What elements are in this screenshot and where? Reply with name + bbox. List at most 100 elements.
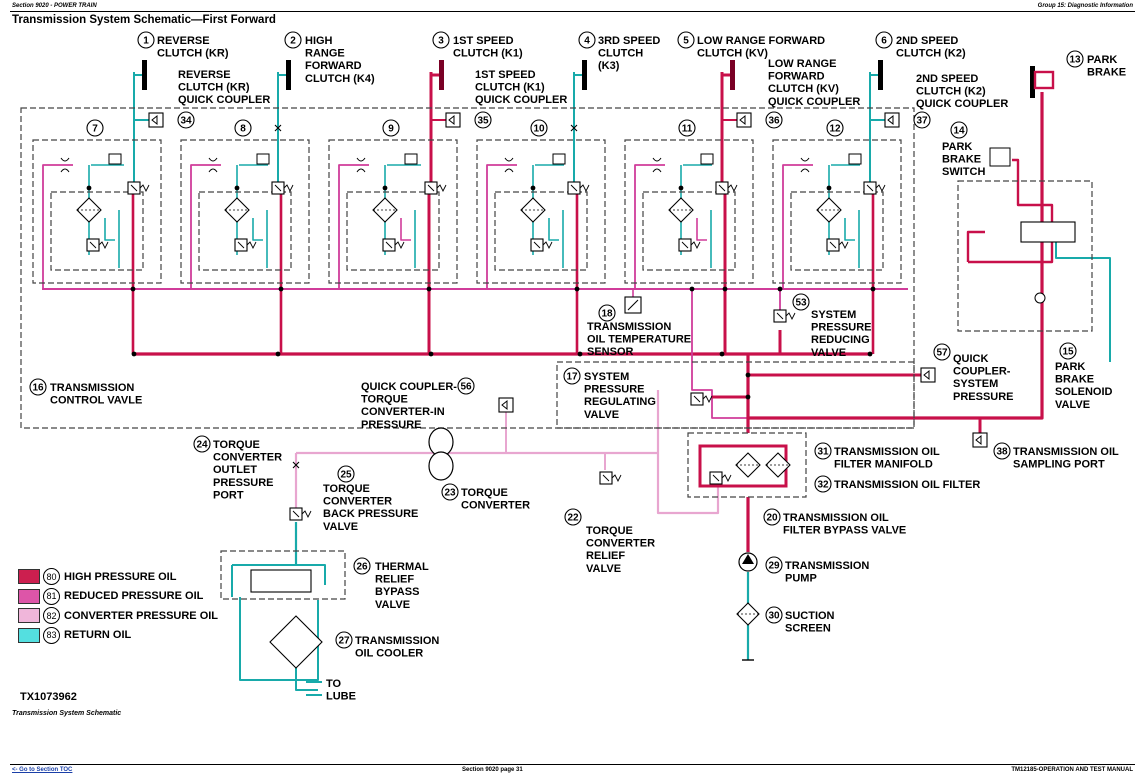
label-c17-line: PRESSURE <box>584 384 645 396</box>
spring-symbol <box>611 474 622 483</box>
pilot-feed-line <box>42 164 73 289</box>
callout-c17: 17 <box>563 367 581 385</box>
callout-number: 1 <box>143 36 149 47</box>
label-c27-line: TRANSMISSION <box>355 635 439 647</box>
callout-circle <box>234 119 252 137</box>
pilot-valve-box-5 <box>642 191 736 271</box>
legend-label-high: HIGH PRESSURE OIL <box>64 570 177 583</box>
accumulator-symbol <box>700 153 714 165</box>
park-brake-switch-symbol <box>989 147 1011 167</box>
label-c22-line: TORQUE <box>586 525 633 537</box>
label-to-lube-line: LUBE <box>326 691 356 703</box>
accumulator-symbol <box>256 153 270 165</box>
legend-row-converter: 82 CONVERTER PRESSURE OIL <box>18 606 218 626</box>
label-c2-line: FORWARD <box>305 60 362 72</box>
label-c18-line: SENSOR <box>587 346 634 358</box>
callout-circle <box>814 475 832 493</box>
callout-circle <box>814 442 832 460</box>
label-kv-coupler-line: QUICK COUPLER <box>768 96 860 108</box>
spring-symbol <box>139 184 150 193</box>
label-c13-line: BRAKE <box>1087 67 1126 79</box>
spring-symbol <box>98 241 109 250</box>
label-c3-line: 1ST SPEED <box>453 35 514 47</box>
callout-c34: 34 <box>177 111 195 129</box>
spring-symbol <box>690 241 701 250</box>
junction-dot <box>870 286 876 292</box>
pilot-valve-box-3 <box>346 191 440 271</box>
label-c53-line: VALVE <box>811 347 846 359</box>
regulating-valve-box <box>556 361 915 429</box>
pump-arrow <box>742 554 754 564</box>
callout-circle <box>177 111 195 129</box>
accumulator-symbol <box>404 153 418 165</box>
oil-cooler-symbol <box>269 615 323 669</box>
pilot-valve-box-1 <box>50 191 144 271</box>
legend-num-reduced: 81 <box>43 587 60 605</box>
label-c20-line: FILTER BYPASS VALVE <box>783 525 906 537</box>
callout-c8: 8 <box>234 119 252 137</box>
label-kr-coupler-line: REVERSE <box>178 69 231 81</box>
header-right: Group 15: Diagnostic Information <box>1037 3 1133 9</box>
valve-arrow <box>89 241 97 249</box>
callout-c11: 11 <box>678 119 696 137</box>
junction-dot <box>131 351 137 357</box>
callout-number: 5 <box>683 36 689 47</box>
label-k1-coupler-line: CLUTCH (K1) <box>475 82 545 94</box>
callout-circle <box>765 556 783 574</box>
clutch-symbol <box>878 60 883 90</box>
clutch-module-box-6 <box>772 139 902 284</box>
to-lube-line <box>295 668 318 691</box>
quick-coupler-c36 <box>736 112 752 128</box>
label-c22-line: VALVE <box>586 563 621 575</box>
junction-dot <box>719 351 725 357</box>
label-c17-line: REGULATING <box>584 396 656 408</box>
callout-c5: 5 <box>677 31 695 49</box>
legend-label-return: RETURN OIL <box>64 629 132 642</box>
label-c16-line: TRANSMISSION <box>50 382 134 394</box>
label-c26-line: RELIEF <box>375 574 414 586</box>
spring-symbol <box>394 241 405 250</box>
label-c15-line: VALVE <box>1055 399 1090 411</box>
callout-number: 9 <box>388 124 394 135</box>
callout-number: 8 <box>240 124 246 135</box>
callout-number: 56 <box>460 382 472 393</box>
callout-number: 12 <box>829 124 841 135</box>
park-brake-solenoid-box <box>957 180 1093 332</box>
go-to-section-toc-link[interactable]: <- Go to Section TOC <box>12 767 73 773</box>
orifice-symbol <box>800 157 810 173</box>
callout-number: 29 <box>768 561 780 572</box>
label-c4-line: (K3) <box>598 60 620 72</box>
valve-arrow <box>693 395 701 403</box>
callout-circle <box>193 435 211 453</box>
callout-c14: 14 <box>950 121 968 139</box>
orifice-symbol <box>60 157 70 173</box>
label-c22-line: RELIEF <box>586 550 625 562</box>
label-c32-line: TRANSMISSION OIL FILTER <box>834 479 980 491</box>
label-c14-line: PARK <box>942 141 972 153</box>
label-kv-coupler-line: CLUTCH (KV) <box>768 83 839 95</box>
spring-symbol <box>301 510 312 519</box>
label-k2-coupler-line: 2ND SPEED <box>916 73 978 85</box>
clutch-symbol <box>439 60 444 90</box>
accumulator-symbol <box>108 153 122 165</box>
label-c26-line: THERMAL <box>375 561 429 573</box>
callout-number: 2 <box>290 36 296 47</box>
callout-number: 25 <box>340 470 352 481</box>
callout-number: 35 <box>477 116 489 127</box>
orifice-symbol <box>208 157 218 173</box>
label-kv-coupler-line: FORWARD <box>768 71 825 83</box>
legend-label-reduced: REDUCED PRESSURE OIL <box>64 590 204 603</box>
valve-arrow <box>385 241 393 249</box>
label-c14-line: SWITCH <box>942 166 985 178</box>
brake-drain-line <box>1055 242 1111 362</box>
callout-circle <box>933 343 951 361</box>
callout-number: 18 <box>601 309 613 320</box>
label-c6-line: 2ND SPEED <box>896 35 958 47</box>
callout-circle <box>457 377 475 395</box>
callout-circle <box>284 31 302 49</box>
spring-symbol <box>702 395 713 404</box>
